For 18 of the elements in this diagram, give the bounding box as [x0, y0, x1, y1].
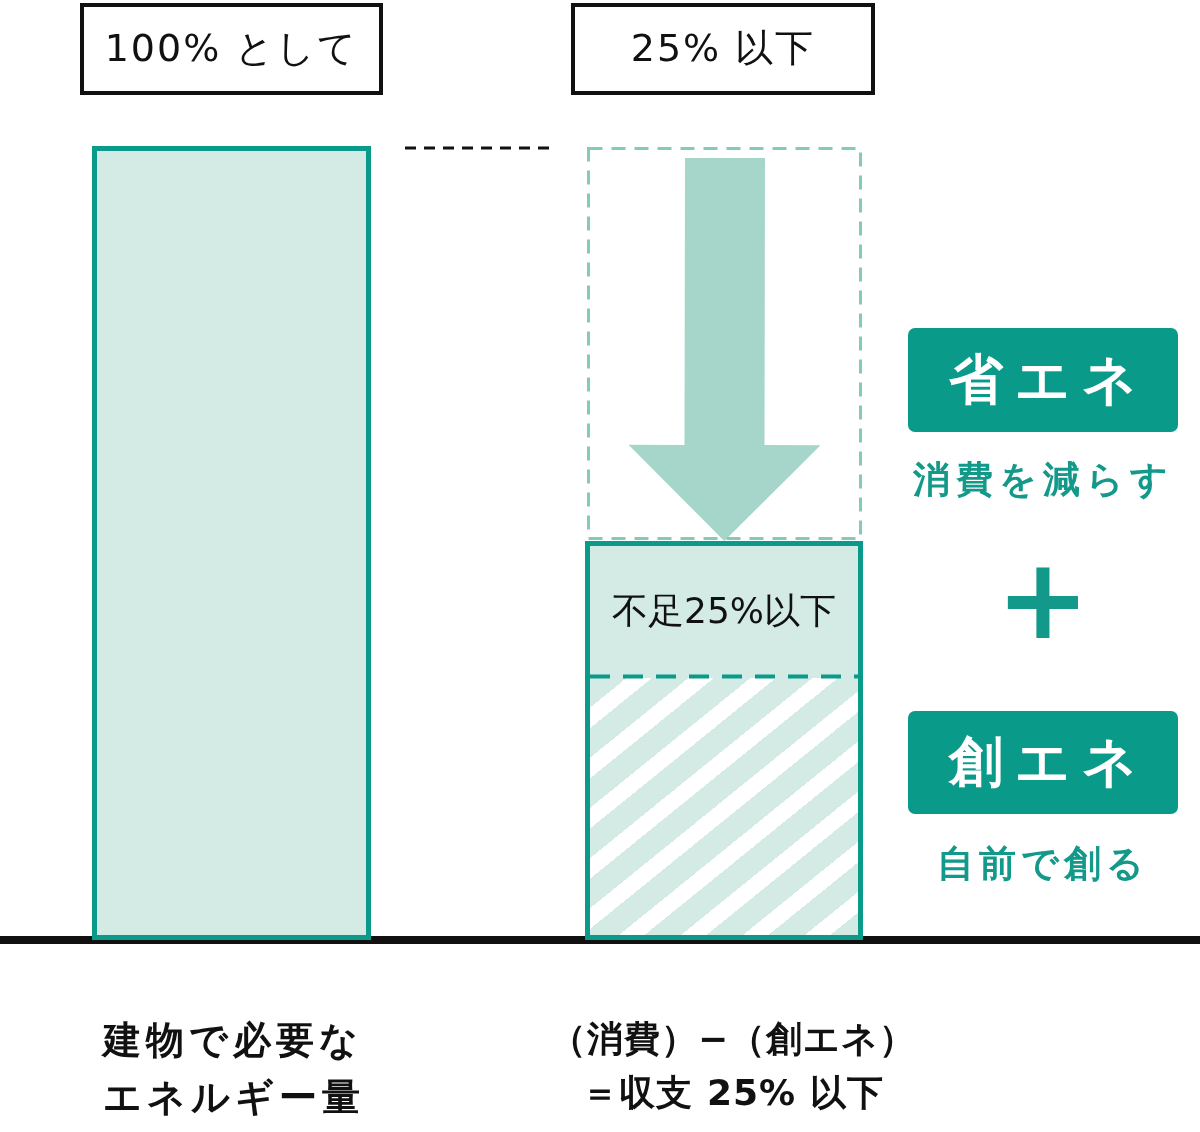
node-label: 自前で創る [936, 841, 1150, 887]
heading-tag [908, 711, 1178, 814]
dashed-outline [587, 147, 862, 540]
bar-label: 不足25%以下 [612, 589, 836, 633]
tag-label: 省エネ [948, 348, 1149, 412]
plus-sign: + [996, 543, 1090, 655]
node-label: （消費）−（創エネ）＝収支 25% 以下 [548, 1017, 918, 1115]
node-label: 建物で必要なエネルギー量 [103, 1017, 366, 1121]
label-box [571, 3, 875, 95]
header-text: 25% 以下 [630, 26, 816, 72]
energy-bar [585, 541, 863, 940]
heading-tag [908, 328, 1178, 432]
tag-label: 創エネ [947, 731, 1149, 794]
energy-bar [92, 146, 371, 940]
down-arrow [628, 157, 821, 541]
header-text: 100% として [104, 26, 359, 72]
label-box [80, 3, 383, 95]
node-label: 消費を減らす [911, 457, 1175, 503]
